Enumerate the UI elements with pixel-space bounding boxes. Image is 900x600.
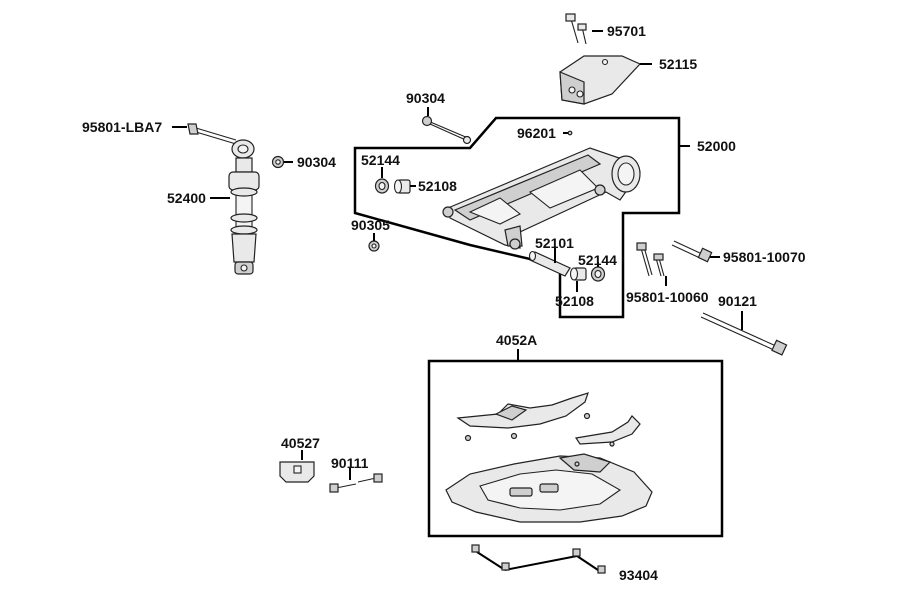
label-52115: 52115 [659,56,697,72]
label-52400: 52400 [167,190,206,206]
label-52144-right: 52144 [578,252,617,268]
collar-52144-left [374,167,390,194]
bolt-95801-10060 [636,242,667,286]
bushing-52108-right [569,267,587,292]
label-4052a: 4052A [496,332,537,348]
bolt-95701 [565,13,603,45]
bushing-52108-left [393,179,416,194]
label-90111: 90111 [331,455,369,471]
cover-group-frame [427,359,724,538]
cover-assembly-4052a [445,349,653,523]
label-93404: 93404 [619,567,658,583]
label-90304-top: 90304 [406,90,445,106]
label-95801-lba7: 95801-LBA7 [82,119,162,135]
swingarm-group-frame [353,116,681,319]
label-95701: 95701 [607,23,646,39]
label-90305: 90305 [351,217,390,233]
washer-90305 [368,233,380,252]
label-95801-10060: 95801-10060 [626,289,709,305]
bracket-40527 [279,450,315,483]
label-90304-shock: 90304 [297,154,336,170]
label-96201: 96201 [517,125,556,141]
bolts-93404 [471,544,606,574]
pin-96201 [563,130,573,136]
shock-absorber-52400 [187,123,260,275]
bolt-90304-top [421,107,472,145]
label-52144-left: 52144 [361,152,400,168]
collar-52144-right [590,262,606,282]
bolt-95801-10070 [671,240,720,263]
bolt-90111 [329,468,383,493]
spacer-52101 [528,247,571,277]
label-52000: 52000 [697,138,736,154]
swing-arm-52000 [442,145,690,250]
label-52108-left: 52108 [418,178,457,194]
label-95801-10070: 95801-10070 [723,249,806,265]
bracket-52115 [559,55,652,105]
nut-90304-shock [271,155,293,169]
label-52108-right: 52108 [555,293,594,309]
bolt-90121 [700,311,788,356]
label-52101: 52101 [535,235,574,251]
label-40527: 40527 [281,435,320,451]
label-90121: 90121 [718,293,757,309]
